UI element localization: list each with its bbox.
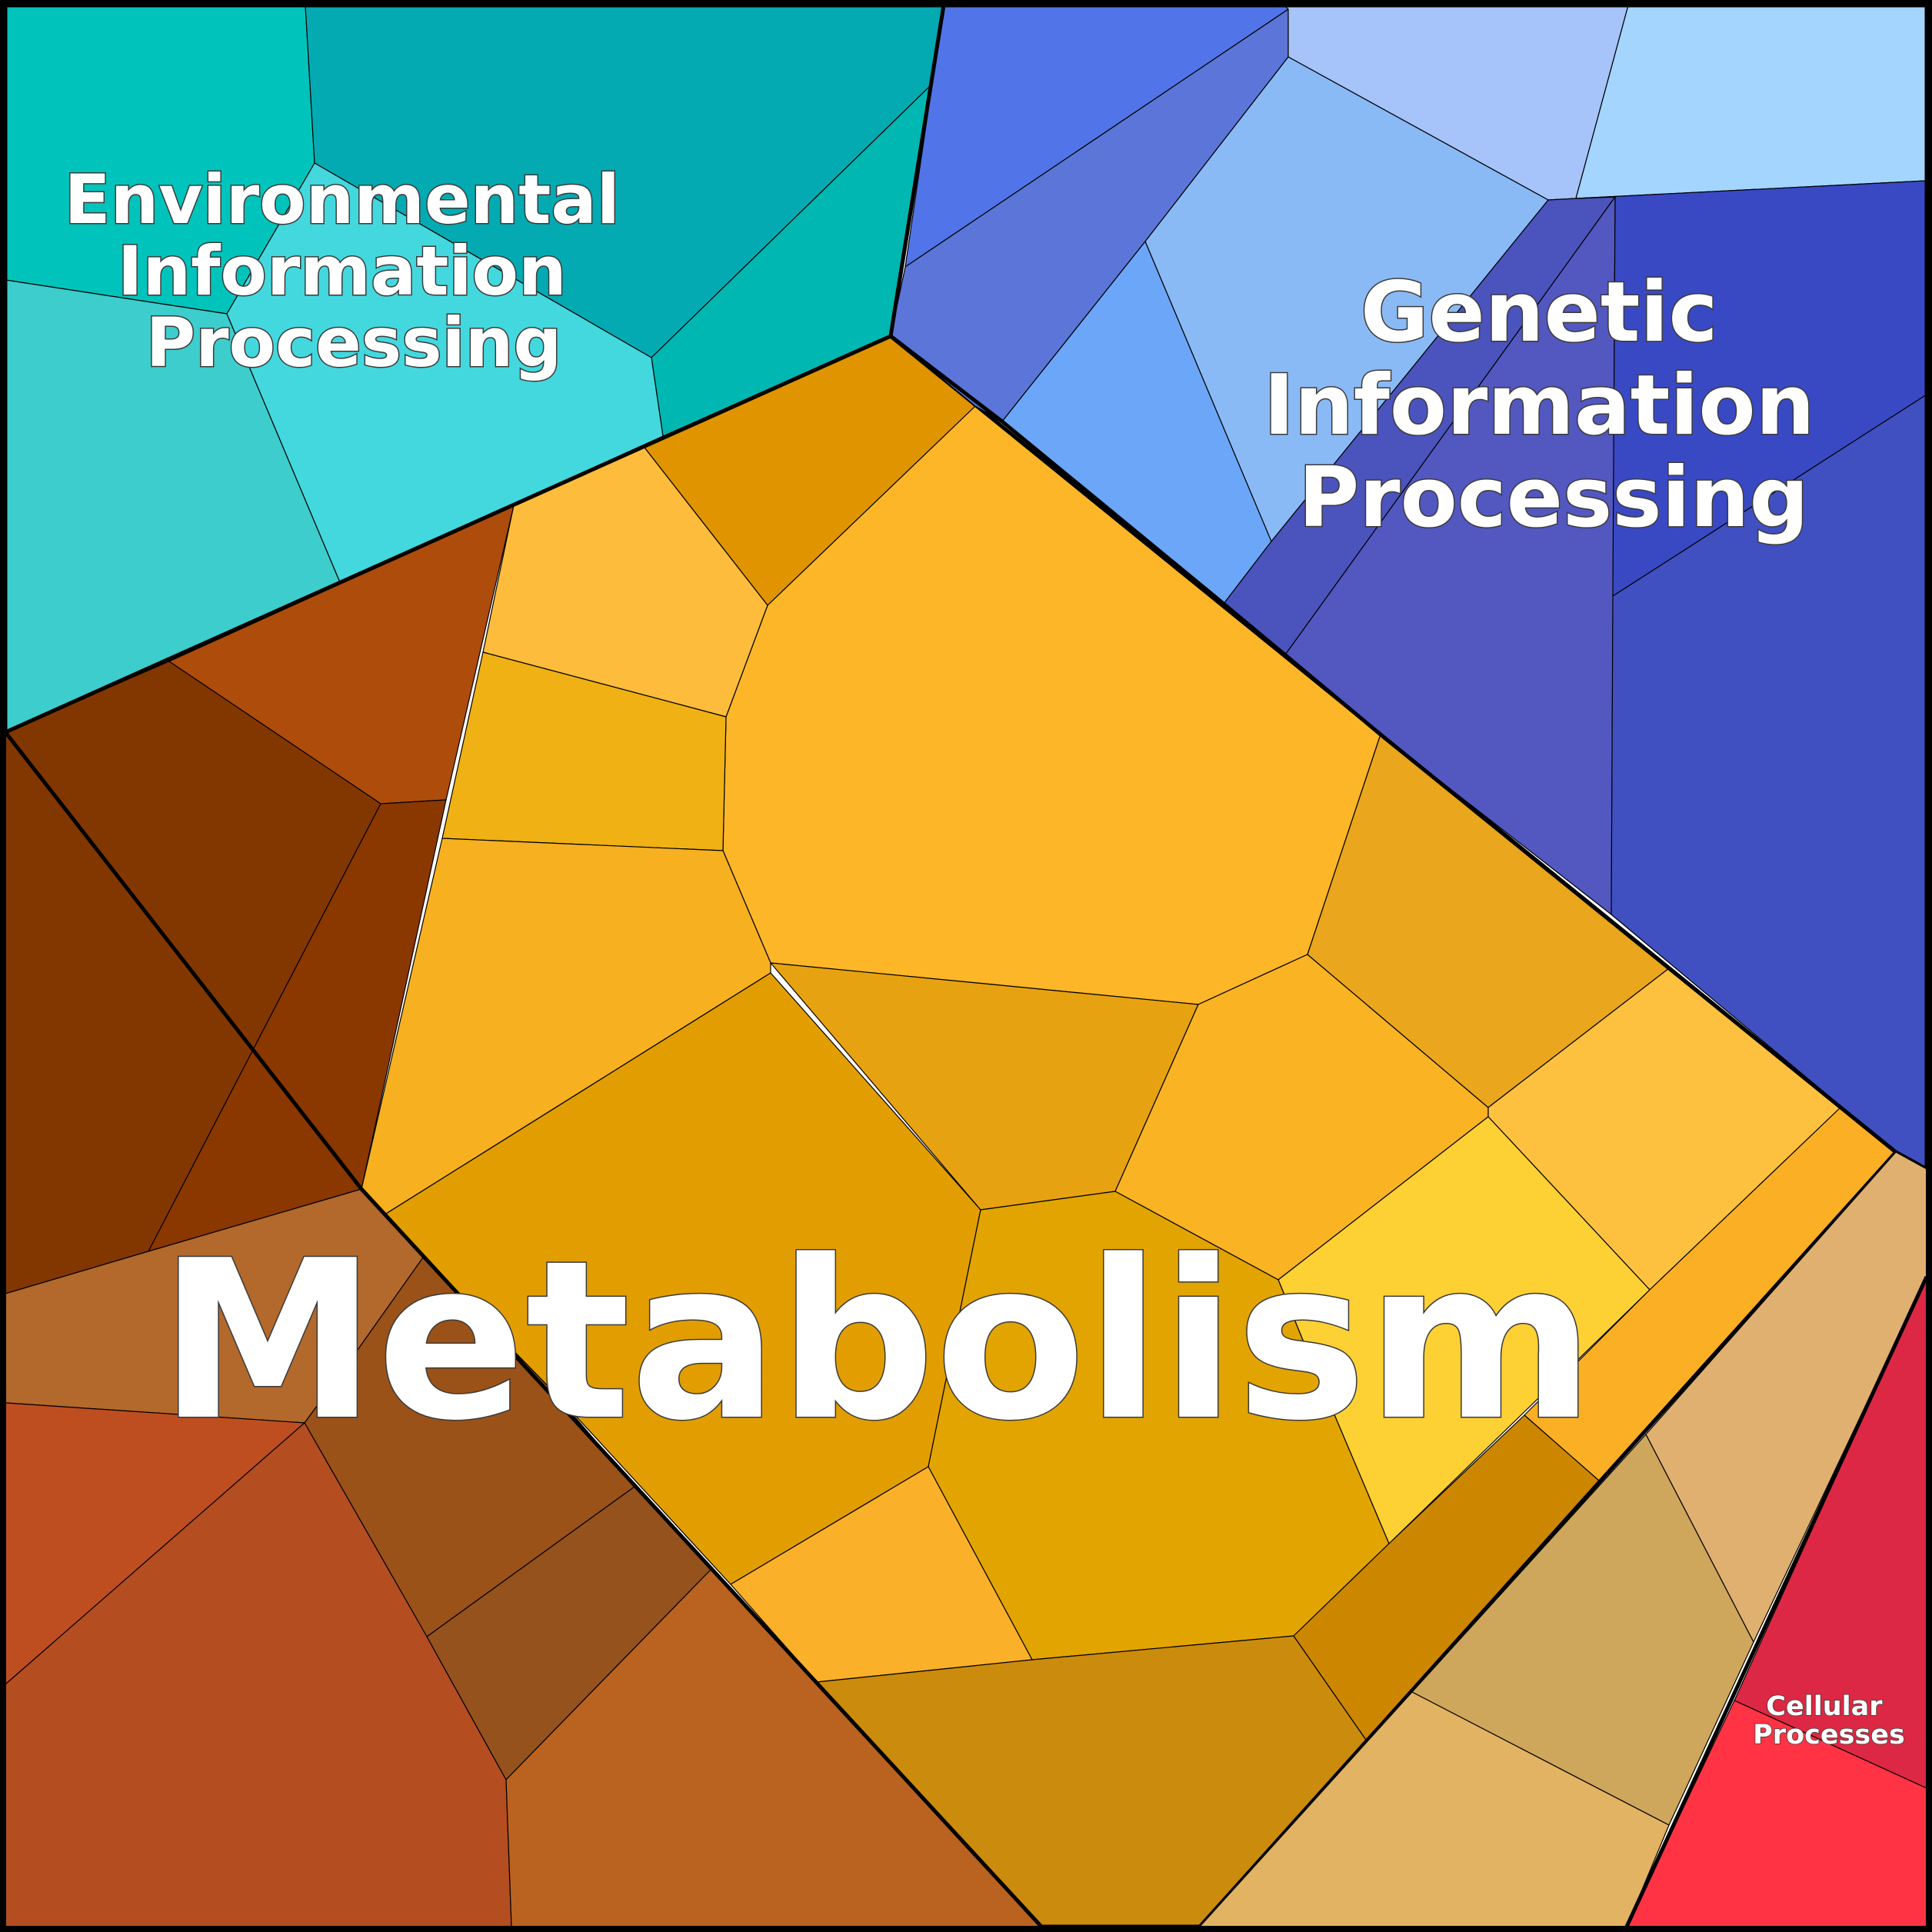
environmental-information-processing-cell — [226, 162, 664, 583]
environmental-information-processing-region — [3, 3, 946, 734]
metabolism-label: Metabolism — [158, 1214, 1594, 1469]
genetic-information-processing-cell — [1575, 5, 1927, 199]
genetic-information-processing-cells — [890, 5, 1927, 1170]
cellular-processes-outline — [1624, 1275, 1929, 1928]
genetic-information-processing-label: Genetic Information Processing — [1264, 265, 1844, 546]
cellular-processes-cells — [1199, 1151, 1927, 1927]
metabolism-cells — [5, 335, 1897, 1927]
cellular-processes-region — [1199, 1151, 1929, 1928]
metabolism-region — [3, 334, 1898, 1929]
region-labels: Environmental Information Processing Gen… — [63, 159, 1906, 1751]
cellular-processes-label: Cellular Processes — [1753, 1691, 1905, 1750]
cellular-processes-cell — [1645, 1151, 1927, 1643]
metabolism-cell — [1293, 1414, 1601, 1740]
genetic-information-processing-region — [888, 3, 1929, 1171]
environmental-information-processing-label: Environmental Information Processing — [64, 160, 643, 382]
